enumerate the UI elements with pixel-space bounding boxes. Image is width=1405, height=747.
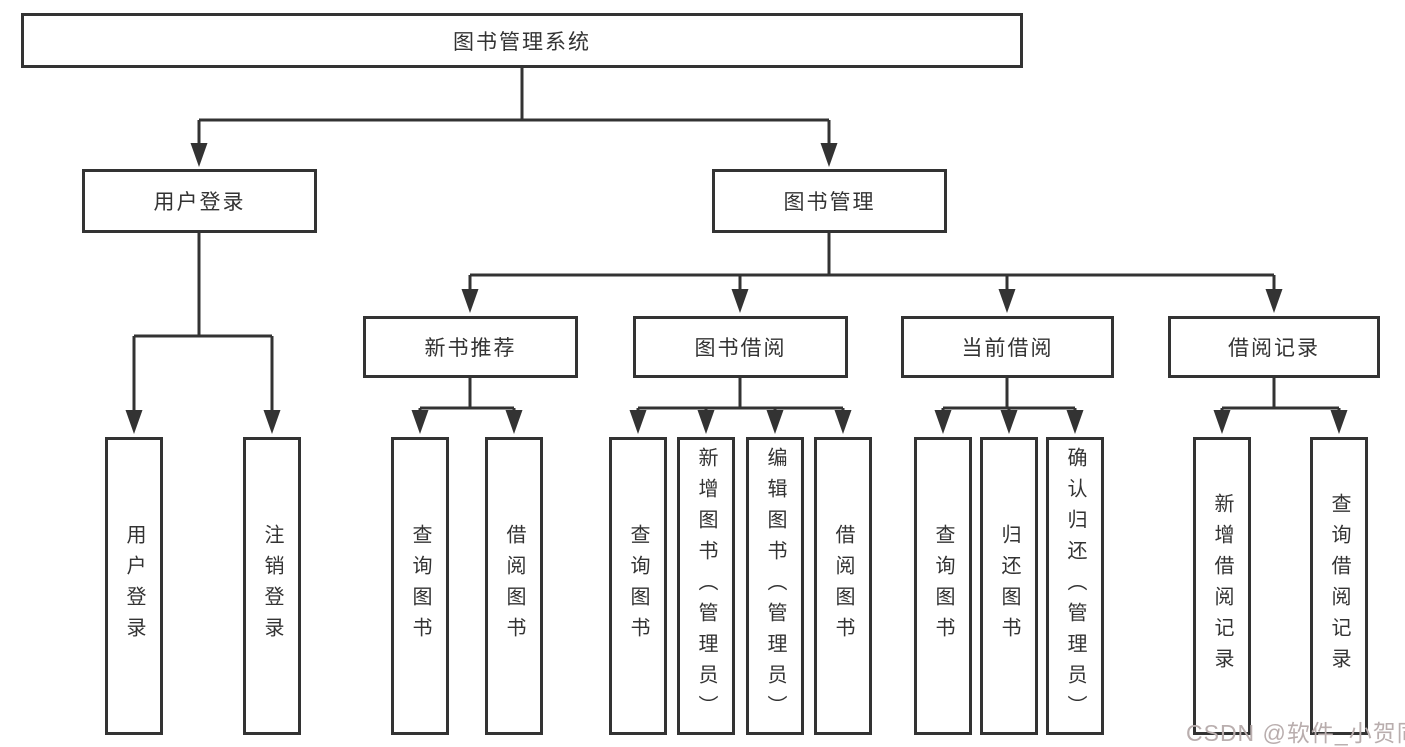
csdn-watermark: CSDN @软件_小贺同学 bbox=[1186, 720, 1405, 746]
node-label: 借阅记录 bbox=[1228, 337, 1320, 360]
node-library-management-system: 图书管理系统 bbox=[21, 13, 1023, 68]
node-label: 用户登录 bbox=[153, 191, 246, 214]
arrowheads bbox=[125, 143, 1348, 434]
leaf-borrow-books: 借阅图书 bbox=[485, 437, 543, 735]
arrow-icon bbox=[998, 289, 1016, 313]
arrow-icon bbox=[1213, 410, 1231, 434]
node-current-borrowing: 当前借阅 bbox=[901, 316, 1114, 378]
node-book-management: 图书管理 bbox=[712, 169, 947, 233]
arrow-icon bbox=[263, 410, 281, 434]
leaf-query-books: 查询图书 bbox=[609, 437, 667, 735]
arrow-icon bbox=[934, 410, 952, 434]
leaf-query-books: 查询图书 bbox=[914, 437, 972, 735]
node-book-borrowing: 图书借阅 bbox=[633, 316, 848, 378]
node-label: 新增借阅记录 bbox=[1211, 493, 1233, 679]
arrow-icon bbox=[1066, 410, 1084, 434]
node-label: 新书推荐 bbox=[424, 337, 517, 360]
arrow-icon bbox=[731, 289, 749, 313]
arrow-icon bbox=[834, 410, 852, 434]
node-new-book-recommend: 新书推荐 bbox=[363, 316, 578, 378]
leaf-add-books-admin: 新增图书（管理员） bbox=[677, 437, 735, 735]
leaf-confirm-return-admin: 确认归还（管理员） bbox=[1046, 437, 1104, 735]
arrow-icon bbox=[1265, 289, 1283, 313]
node-label: 查询图书 bbox=[932, 524, 954, 648]
node-label: 注销登录 bbox=[261, 524, 283, 648]
node-label: 查询图书 bbox=[409, 524, 431, 648]
node-label: 借阅图书 bbox=[503, 524, 525, 648]
node-label: 借阅图书 bbox=[832, 524, 854, 648]
node-label: 确认归还（管理员） bbox=[1064, 446, 1086, 726]
node-label: 查询图书 bbox=[627, 524, 649, 648]
arrow-icon bbox=[190, 143, 208, 167]
node-label: 图书借阅 bbox=[694, 337, 787, 360]
node-label: 归还图书 bbox=[998, 524, 1020, 648]
node-borrowing-records: 借阅记录 bbox=[1168, 316, 1380, 378]
arrow-icon bbox=[411, 410, 429, 434]
leaf-return-books: 归还图书 bbox=[980, 437, 1038, 735]
arrow-icon bbox=[629, 410, 647, 434]
node-user-login: 用户登录 bbox=[82, 169, 317, 233]
arrow-icon bbox=[766, 410, 784, 434]
arrow-icon bbox=[1000, 410, 1018, 434]
node-label: 编辑图书（管理员） bbox=[764, 446, 786, 726]
leaf-query-borrow-record: 查询借阅记录 bbox=[1310, 437, 1368, 735]
node-label: 用户登录 bbox=[123, 524, 145, 648]
arrow-icon bbox=[461, 289, 479, 313]
leaf-borrow-books: 借阅图书 bbox=[814, 437, 872, 735]
arrow-icon bbox=[1330, 410, 1348, 434]
node-label: 图书管理 bbox=[783, 191, 876, 214]
node-label: 查询借阅记录 bbox=[1328, 493, 1350, 679]
arrow-icon bbox=[125, 410, 143, 434]
leaf-logout: 注销登录 bbox=[243, 437, 301, 735]
arrow-icon bbox=[697, 410, 715, 434]
node-label: 图书管理系统 bbox=[453, 30, 591, 54]
leaf-query-books: 查询图书 bbox=[391, 437, 449, 735]
arrow-icon bbox=[505, 410, 523, 434]
leaf-edit-books-admin: 编辑图书（管理员） bbox=[746, 437, 804, 735]
node-label: 当前借阅 bbox=[961, 337, 1054, 360]
node-label: 新增图书（管理员） bbox=[695, 446, 717, 726]
leaf-user-login: 用户登录 bbox=[105, 437, 163, 735]
arrow-icon bbox=[820, 143, 838, 167]
leaf-add-borrow-record: 新增借阅记录 bbox=[1193, 437, 1251, 735]
